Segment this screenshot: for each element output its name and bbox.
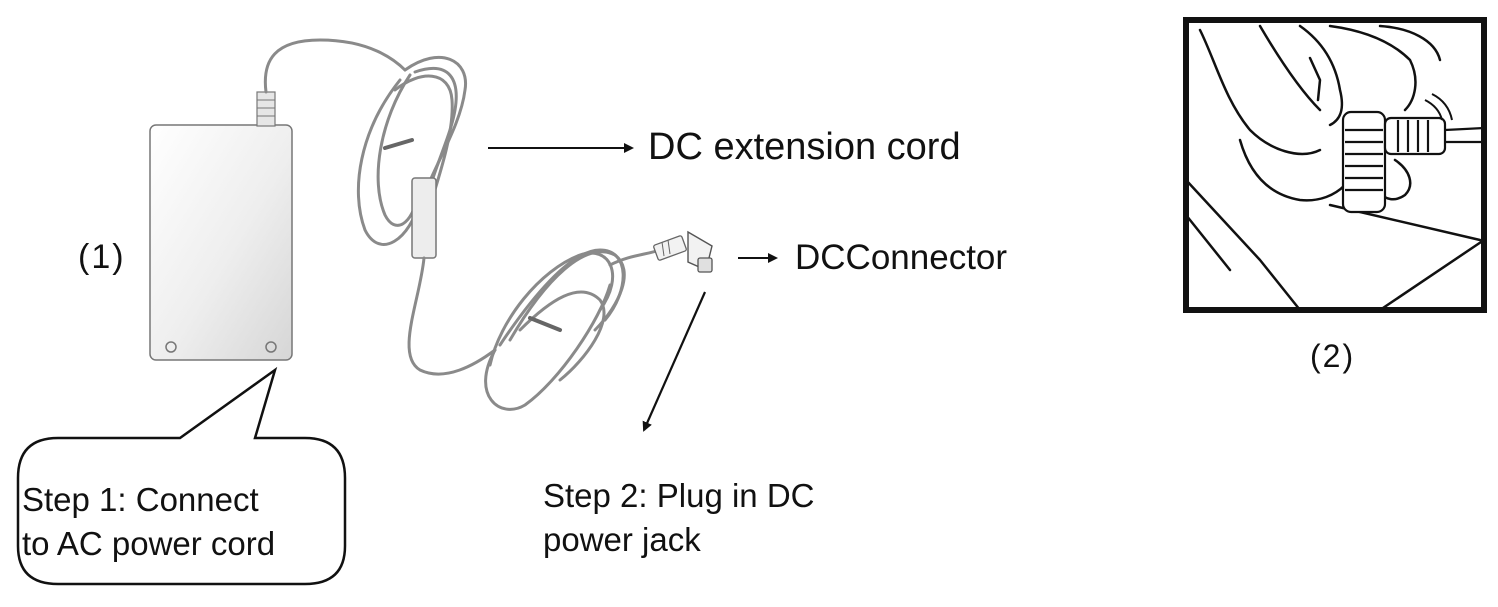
step2-line2: power jack (543, 521, 701, 558)
step1-line2: to AC power cord (22, 525, 276, 562)
figure-2-label: (2) (1310, 338, 1356, 374)
step2-line1: Step 2: Plug in DC (543, 477, 815, 514)
step1-instruction: Step 1: Connect to AC power cord (22, 478, 352, 566)
step2-instruction: Step 2: Plug in DC power jack (543, 474, 814, 562)
step1-line1: Step 1: Connect (22, 481, 259, 518)
dc-connector-label: DCConnector (795, 238, 1008, 277)
power-adapter (149, 91, 293, 361)
dc-extension-cord-label: DC extension cord (648, 126, 961, 168)
figure-1-label: (1) (78, 238, 126, 276)
dc-cord (263, 38, 662, 411)
step1-callout-bubble (16, 366, 347, 586)
plug-in-illustration (1183, 17, 1487, 313)
step2-arrow (642, 291, 707, 432)
dc-connector-plug (653, 230, 713, 273)
